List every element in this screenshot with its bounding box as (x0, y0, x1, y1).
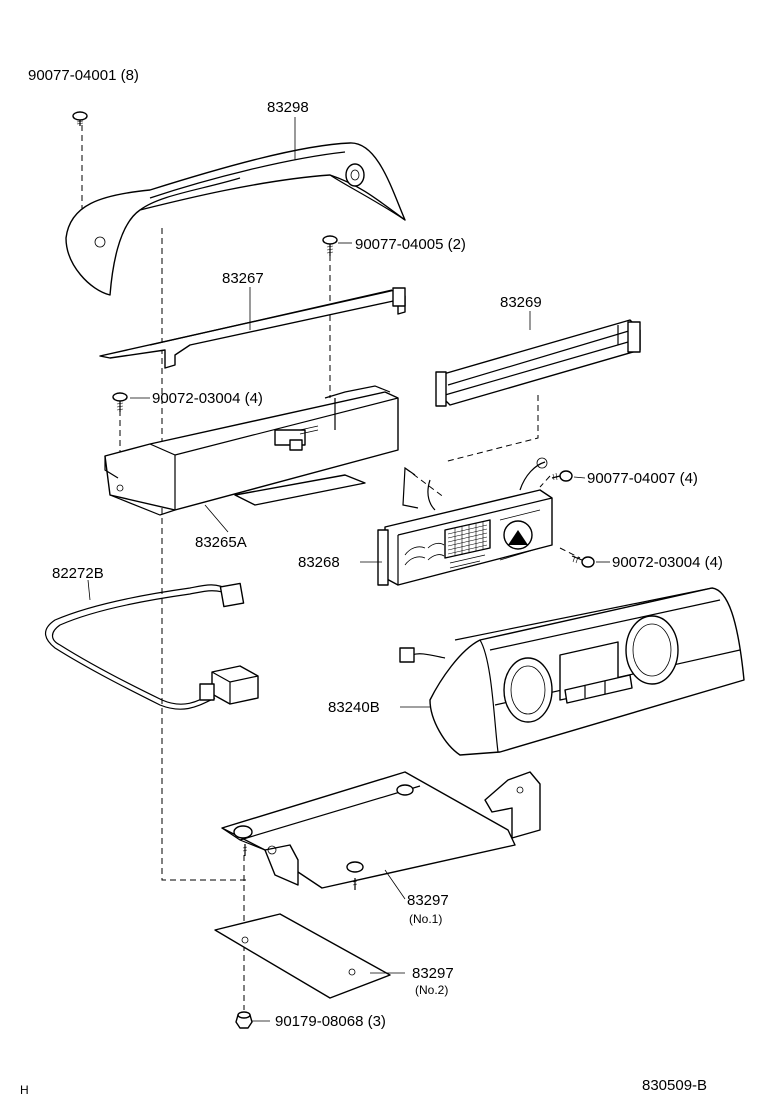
leader-lines (87, 117, 610, 1022)
display-unit-83268 (377, 457, 553, 586)
panel-cover-83269 (435, 319, 641, 407)
bracket-83267 (99, 287, 406, 369)
label-90179-08068: 90179-08068 (3) (275, 1013, 386, 1030)
label-83240B: 83240B (328, 699, 380, 716)
cover-83298 (65, 142, 406, 296)
label-90072-03004-right: 90072-03004 (4) (612, 554, 723, 571)
label-83297-no2-suffix: (No.2) (415, 983, 448, 997)
label-83267: 83267 (222, 270, 264, 287)
screw-90077-04005 (322, 235, 338, 256)
diagram-code: 830509-B (642, 1077, 707, 1094)
clip-90179-08068 (235, 1011, 253, 1029)
label-82272B: 82272B (52, 565, 104, 582)
label-90077-04005: 90077-04005 (2) (355, 236, 466, 253)
label-90077-04001: 90077-04001 (8) (28, 67, 139, 84)
label-83298: 83298 (267, 99, 309, 116)
label-83297-no1-suffix: (No.1) (409, 912, 442, 926)
screw-90072-03004-right (571, 555, 595, 568)
label-83269: 83269 (500, 294, 542, 311)
label-83265A: 83265A (195, 534, 247, 551)
screw-90077-04007 (551, 470, 573, 482)
base-plate-83297-no1 (221, 771, 541, 890)
label-90077-04007: 90077-04007 (4) (587, 470, 698, 487)
part-labels: 90077-04001 (8) 83298 90077-04005 (2) 83… (20, 67, 723, 1097)
label-90072-03004-left: 90072-03004 (4) (152, 390, 263, 407)
wire-harness-82272B (45, 582, 259, 710)
label-83297-no2: 83297 (412, 965, 454, 982)
screw-90077-04001 (72, 111, 88, 126)
label-83268: 83268 (298, 554, 340, 571)
screw-90072-03004-left (112, 392, 128, 412)
housing-83265A (104, 385, 399, 516)
corner-mark: H (20, 1083, 29, 1097)
gauge-housing-83240B (399, 587, 745, 756)
plate-83297-no2 (214, 913, 391, 999)
label-83297-no1: 83297 (407, 892, 449, 909)
